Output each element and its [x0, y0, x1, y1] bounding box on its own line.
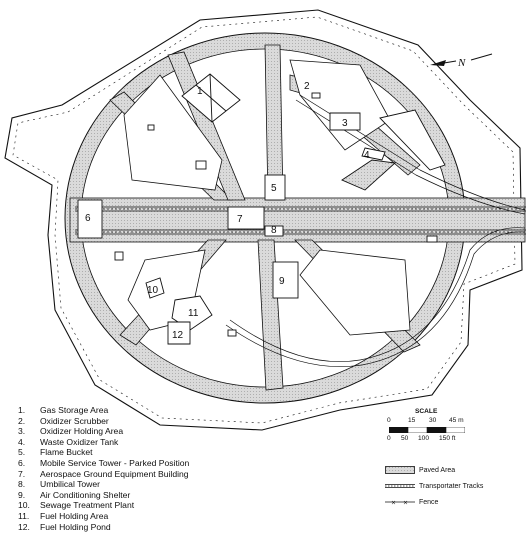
legend-item: 7. Aerospace Ground Equipment Building [18, 469, 189, 480]
legend-item-number: 1. [18, 405, 26, 415]
key-tracks: Transportater Tracks [385, 482, 483, 490]
building-labels: 1 2 3 4 5 6 7 8 9 10 11 12 [85, 81, 370, 341]
north-arrow-icon: N [430, 53, 493, 69]
legend-item: 12. Fuel Holding Pond [18, 522, 189, 533]
legend-item-label: Waste Oxidizer Tank [40, 436, 119, 447]
label-7: 7 [237, 214, 243, 225]
legend-item-label: Fuel Holding Area [40, 510, 109, 521]
legend-item-number: 2. [18, 415, 26, 426]
legend-item-number: 8. [18, 479, 26, 490]
label-6: 6 [85, 213, 91, 224]
scale-ft-50: 50 [401, 435, 409, 442]
label-3: 3 [342, 118, 348, 129]
scale-m-45: 45 m [449, 417, 464, 424]
legend-item: 5. Flame Bucket [18, 447, 189, 458]
legend-item: 11. Fuel Holding Area [18, 511, 189, 522]
label-12: 12 [172, 330, 184, 341]
legend-item-number: 5. [18, 447, 26, 458]
legend-item: 4. Waste Oxidizer Tank [18, 437, 189, 448]
label-11: 11 [188, 308, 199, 319]
scale-graphic [389, 427, 465, 433]
scale-m-15: 15 [408, 417, 416, 424]
legend-item: 6. Mobile Service Tower - Parked Position [18, 458, 189, 469]
label-10: 10 [147, 285, 159, 296]
scale-ft-0: 0 [387, 435, 391, 442]
legend-item-label: Fuel Holding Pond [40, 521, 111, 532]
buildings [77, 73, 446, 345]
scale-m-0: 0 [387, 417, 391, 424]
legend-item-label: Oxidizer Holding Area [40, 426, 124, 437]
scale-m-30: 30 [429, 417, 437, 424]
legend-item-label: Aerospace Ground Equipment Building [40, 468, 189, 479]
label-2: 2 [304, 81, 310, 92]
north-label: N [457, 57, 466, 69]
legend-item-label: Air Conditioning Shelter [40, 489, 131, 500]
fence-swatch-icon: × × [385, 500, 415, 507]
legend-item: 2. Oxidizer Scrubber [18, 416, 189, 427]
scale-ft-100: 100 [418, 435, 430, 442]
key-paved-label: Paved Area [419, 466, 456, 474]
legend-item: 3. Oxidizer Holding Area [18, 426, 189, 437]
transporter-tracks [75, 94, 526, 368]
legend-item-label: Sewage Treatment Plant [40, 500, 135, 511]
scale-ft-150: 150 ft [439, 435, 456, 442]
legend-item-number: 11. [18, 510, 30, 521]
legend-item-number: 12. [18, 521, 30, 532]
label-4: 4 [364, 150, 370, 161]
legend-item-number: 10. [18, 500, 30, 511]
label-5: 5 [271, 183, 277, 194]
legend-item-number: 9. [18, 489, 26, 500]
key-paved: Paved Area [385, 466, 455, 474]
key-fence-label: Fence [419, 498, 439, 506]
label-8: 8 [271, 225, 277, 236]
key-fence: × × Fence [385, 498, 438, 506]
fence [4, 9, 523, 431]
svg-text:×: × [403, 500, 408, 507]
legend-list: 1. Gas Storage Area 2. Oxidizer Scrubber 3. O… [18, 405, 189, 532]
legend-item-label: Flame Bucket [40, 447, 93, 458]
svg-text:×: × [391, 500, 396, 507]
scale-title: SCALE [415, 408, 438, 415]
legend-item: 9. Air Conditioning Shelter [18, 490, 189, 501]
legend-item-number: 4. [18, 436, 26, 447]
legend-item-label: Umbilical Tower [40, 479, 101, 490]
legend-item: 1. Gas Storage Area [18, 405, 189, 416]
key-tracks-label: Transportater Tracks [419, 482, 484, 490]
paved-swatch-icon [385, 466, 415, 474]
legend-item-number: 3. [18, 426, 26, 437]
legend-item-number: 7. [18, 468, 26, 479]
legend-item-label: Oxidizer Scrubber [40, 415, 109, 426]
label-9: 9 [279, 276, 285, 287]
legend-item: 8. Umbilical Tower [18, 479, 189, 490]
legend-item: 10. Sewage Treatment Plant [18, 500, 189, 511]
legend-item-label: Gas Storage Area [40, 405, 109, 415]
label-1: 1 [197, 86, 203, 97]
tracks-swatch-icon [385, 484, 415, 488]
legend-item-number: 6. [18, 457, 26, 468]
legend-item-label: Mobile Service Tower - Parked Position [40, 457, 190, 468]
